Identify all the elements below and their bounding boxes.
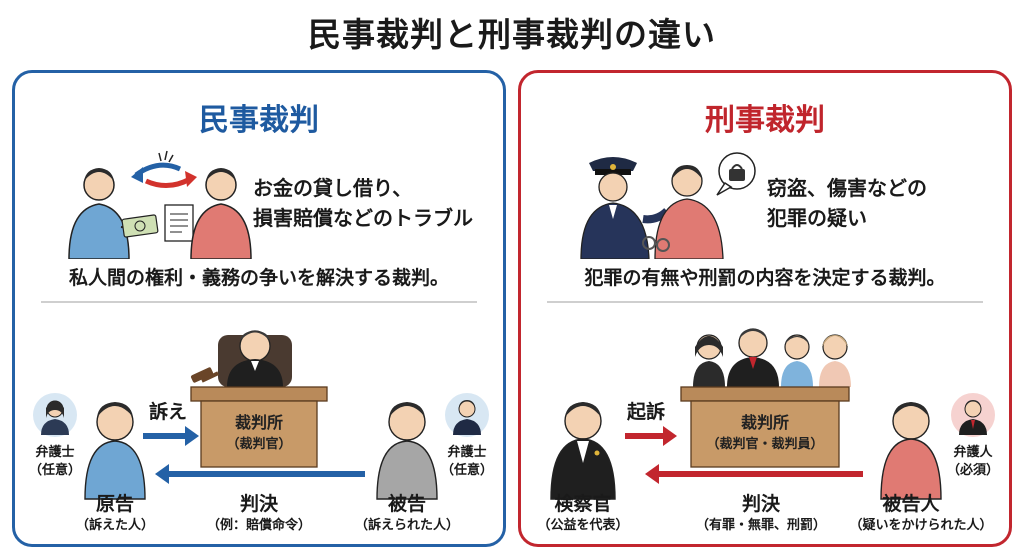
judgment-arrow-civil xyxy=(155,464,365,484)
lender-person-icon xyxy=(68,168,152,260)
defense-counsel-icon xyxy=(951,393,995,437)
criminal-example-line1: 窃盗、傷害などの xyxy=(767,176,927,200)
gavel-icon xyxy=(190,367,220,383)
judge-icon xyxy=(218,330,292,387)
defense-counsel-label: 弁護人 xyxy=(953,445,993,460)
accused-person-icon xyxy=(880,402,942,500)
civil-definition: 私人間の権利・義務の争いを解決する裁判。 xyxy=(68,267,449,289)
plaintiff-person-icon xyxy=(84,402,146,500)
plaintiff-lawyer-sub: （任意） xyxy=(28,463,81,478)
contract-document-icon xyxy=(164,204,194,242)
criminal-divider xyxy=(547,301,983,303)
defendant-lawyer-icon xyxy=(445,393,489,437)
criminal-court-diagram: 裁判所 （裁判官・裁判員） 起訴 弁護人 （必須） 検察官 （公益を代表） 判決… xyxy=(521,313,1009,543)
court-desk xyxy=(190,386,328,468)
criminal-heading: 刑事裁判 xyxy=(705,103,825,138)
civil-court-diagram: 裁判所 （裁判官） 訴え 弁護士 （任意） 弁護士 （任意） 原告 （訴えた人）… xyxy=(15,313,503,543)
defendant-sub: （訴えられた人） xyxy=(354,518,459,533)
exchange-arrows-icon xyxy=(131,150,197,188)
page-title: 民事裁判と刑事裁判の違い xyxy=(308,15,716,54)
plaintiff-lawyer-label: 弁護士 xyxy=(35,445,75,460)
criminal-judgment-label: 判決 xyxy=(741,493,780,515)
accused-label: 被告人 xyxy=(882,493,940,515)
money-dispute-illustration xyxy=(61,147,261,260)
criminal-definition: 犯罪の有無や刑罰の内容を決定する裁判。 xyxy=(584,267,946,289)
plaintiff-label: 原告 xyxy=(95,493,134,515)
court-desk-criminal xyxy=(680,386,850,468)
police-officer-icon xyxy=(580,157,670,260)
accused-sub: （疑いをかけられた人） xyxy=(849,518,993,533)
civil-example-text: お金の貸し借り、 損害賠償などのトラブル xyxy=(253,173,473,233)
suspect-person-icon xyxy=(654,165,724,260)
lawsuit-arrow-label: 訴え xyxy=(148,401,187,423)
lawsuit-arrow xyxy=(143,426,199,446)
criminal-trial-panel: 刑事裁判 xyxy=(518,70,1012,547)
defendant-lawyer-sub: （任意） xyxy=(440,463,493,478)
civil-example-line1: お金の貸し借り、 xyxy=(253,176,413,200)
borrower-person-icon xyxy=(190,168,252,260)
civil-judgment-label: 判決 xyxy=(239,493,278,515)
presiding-judge-icon xyxy=(727,328,779,387)
criminal-example-text: 窃盗、傷害などの 犯罪の疑い xyxy=(767,173,927,233)
civil-divider xyxy=(41,301,477,303)
criminal-judgment-sub: （有罪・無罪、刑罰） xyxy=(695,518,826,533)
prosecutor-label: 検察官 xyxy=(554,493,612,515)
prosecutor-person-icon xyxy=(550,402,616,500)
prosecutor-sub: （公益を代表） xyxy=(537,518,629,533)
lay-judge-woman-icon xyxy=(693,334,725,387)
civil-court-name: 裁判所 xyxy=(234,413,283,432)
civil-court-sub: （裁判官） xyxy=(226,437,292,452)
plaintiff-sub: （訴えた人） xyxy=(75,518,154,533)
criminal-court-name: 裁判所 xyxy=(740,413,789,432)
banknote-icon xyxy=(121,214,159,238)
civil-judgment-sub: （例：賠償命令） xyxy=(206,518,311,533)
plaintiff-lawyer-icon xyxy=(33,393,77,437)
stolen-bag-bubble-icon xyxy=(716,152,756,196)
lay-judge-man-icon xyxy=(781,334,813,387)
criminal-example-line2: 犯罪の疑い xyxy=(767,206,867,230)
civil-heading: 民事裁判 xyxy=(199,103,319,138)
criminal-court-sub: （裁判官・裁判員） xyxy=(706,437,824,452)
defendant-lawyer-label: 弁護士 xyxy=(447,445,487,460)
judgment-arrow-criminal xyxy=(645,464,863,484)
arrest-illustration xyxy=(567,147,767,260)
indictment-arrow-label: 起訴 xyxy=(626,401,665,423)
civil-example-line2: 損害賠償などのトラブル xyxy=(253,206,473,230)
defendant-label: 被告 xyxy=(387,493,426,515)
handcuffs-icon xyxy=(642,236,670,252)
lay-judge-older-woman-icon xyxy=(819,334,851,387)
defendant-person-icon xyxy=(376,402,438,500)
defense-counsel-sub: （必須） xyxy=(946,463,999,478)
indictment-arrow xyxy=(625,426,677,446)
civil-trial-panel: 民事裁判 xyxy=(12,70,506,547)
